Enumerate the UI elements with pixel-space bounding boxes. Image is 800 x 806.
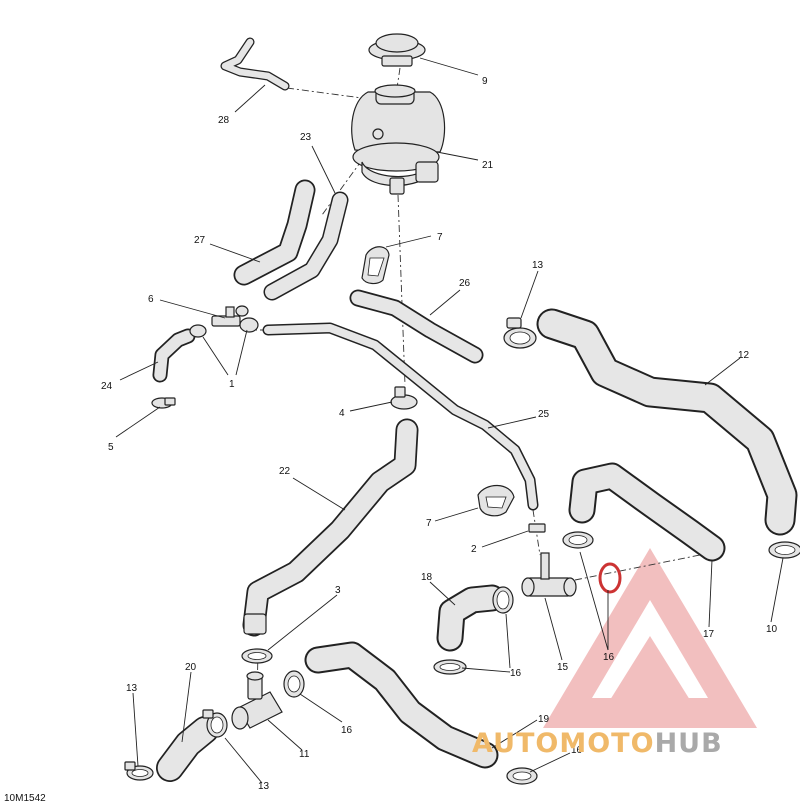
- part-22-hose: [242, 418, 419, 637]
- callout-18: 18: [421, 572, 433, 583]
- part-28-pipe: [220, 37, 290, 91]
- callout-10: 10: [766, 624, 778, 635]
- part-5-clamp: [151, 397, 176, 409]
- part-13-clamp-mid: [202, 709, 228, 738]
- callout-13-upper: 13: [532, 260, 544, 271]
- drawing-code: 10M1542: [4, 793, 46, 804]
- callout-21: 21: [482, 160, 494, 171]
- part-13-clamp-low: [124, 761, 154, 781]
- part-24-hose: [152, 328, 196, 383]
- part-18-elbow: [436, 584, 506, 652]
- part-16-clamp-left: [283, 670, 305, 698]
- callout-25: 25: [538, 409, 550, 420]
- part-27-hose: [233, 179, 316, 286]
- part-17-hose: [568, 462, 726, 562]
- watermark-logo-triangle: [543, 548, 757, 728]
- part-7-clamp-upper: [361, 246, 390, 285]
- part-2-fitting: [528, 523, 546, 533]
- callout-5: 5: [108, 442, 114, 453]
- callout-9: 9: [482, 76, 488, 87]
- part-11-tee: [231, 671, 283, 730]
- callout-16-mid: 16: [510, 668, 522, 679]
- callout-6: 6: [148, 294, 154, 305]
- part-6-connector: [189, 305, 259, 338]
- leader-lines: [115, 57, 784, 784]
- callout-7-lower: 7: [426, 518, 432, 529]
- part-23-hose: [263, 191, 349, 301]
- callout-12: 12: [738, 350, 750, 361]
- part-clamp-upper-right: [562, 531, 594, 549]
- part-21-reservoir: [351, 84, 446, 195]
- part-19-hose: [304, 641, 499, 769]
- callout-13-bottom: 13: [258, 781, 270, 792]
- part-12-hose: [536, 308, 798, 536]
- part-4-clamp: [390, 386, 418, 410]
- callout-2: 2: [471, 544, 477, 555]
- callout-22: 22: [279, 466, 291, 477]
- part-13-clamp-upper: [503, 317, 537, 349]
- callout-16-ring: 16: [603, 652, 615, 663]
- watermark-text: AUTOMOTOHUB: [472, 728, 723, 759]
- callout-1: 1: [229, 379, 235, 390]
- callout-17: 17: [703, 629, 715, 640]
- part-3-clamp: [241, 613, 273, 664]
- callout-26: 26: [459, 278, 471, 289]
- part-16-clamp-bottom: [506, 767, 538, 785]
- callout-7-upper: 7: [437, 232, 443, 243]
- callout-13-left: 13: [126, 683, 138, 694]
- callout-20: 20: [185, 662, 197, 673]
- callout-3: 3: [335, 585, 341, 596]
- callout-16-bottom: 16: [571, 745, 583, 756]
- callout-11: 11: [299, 749, 310, 760]
- callout-15: 15: [557, 662, 569, 673]
- part-20-hose: [156, 716, 219, 782]
- callout-16-left: 16: [341, 725, 353, 736]
- part-16-clamp-mid: [492, 586, 514, 614]
- callout-23: 23: [300, 132, 312, 143]
- callout-27: 27: [194, 235, 206, 246]
- watermark-text-orange: AUTOMOTOHUB: [472, 728, 723, 759]
- part-16-clamp-low: [433, 659, 467, 675]
- part-7-clamp-lower: [477, 484, 515, 517]
- part-26-hose: [349, 289, 484, 364]
- part-25-hose: [262, 322, 539, 511]
- part-10-clamp: [768, 541, 800, 559]
- part-15-tee: [521, 552, 577, 597]
- callout-24: 24: [101, 381, 113, 392]
- part-9-cap: [368, 33, 426, 67]
- callout-labels: 9 28 21 23 27 7 26 13 6 12 24 1 4 25 5 2…: [101, 76, 778, 792]
- callout-28: 28: [218, 115, 230, 126]
- callout-19: 19: [538, 714, 550, 725]
- callout-4: 4: [339, 408, 345, 419]
- part-16-ring: [598, 562, 622, 594]
